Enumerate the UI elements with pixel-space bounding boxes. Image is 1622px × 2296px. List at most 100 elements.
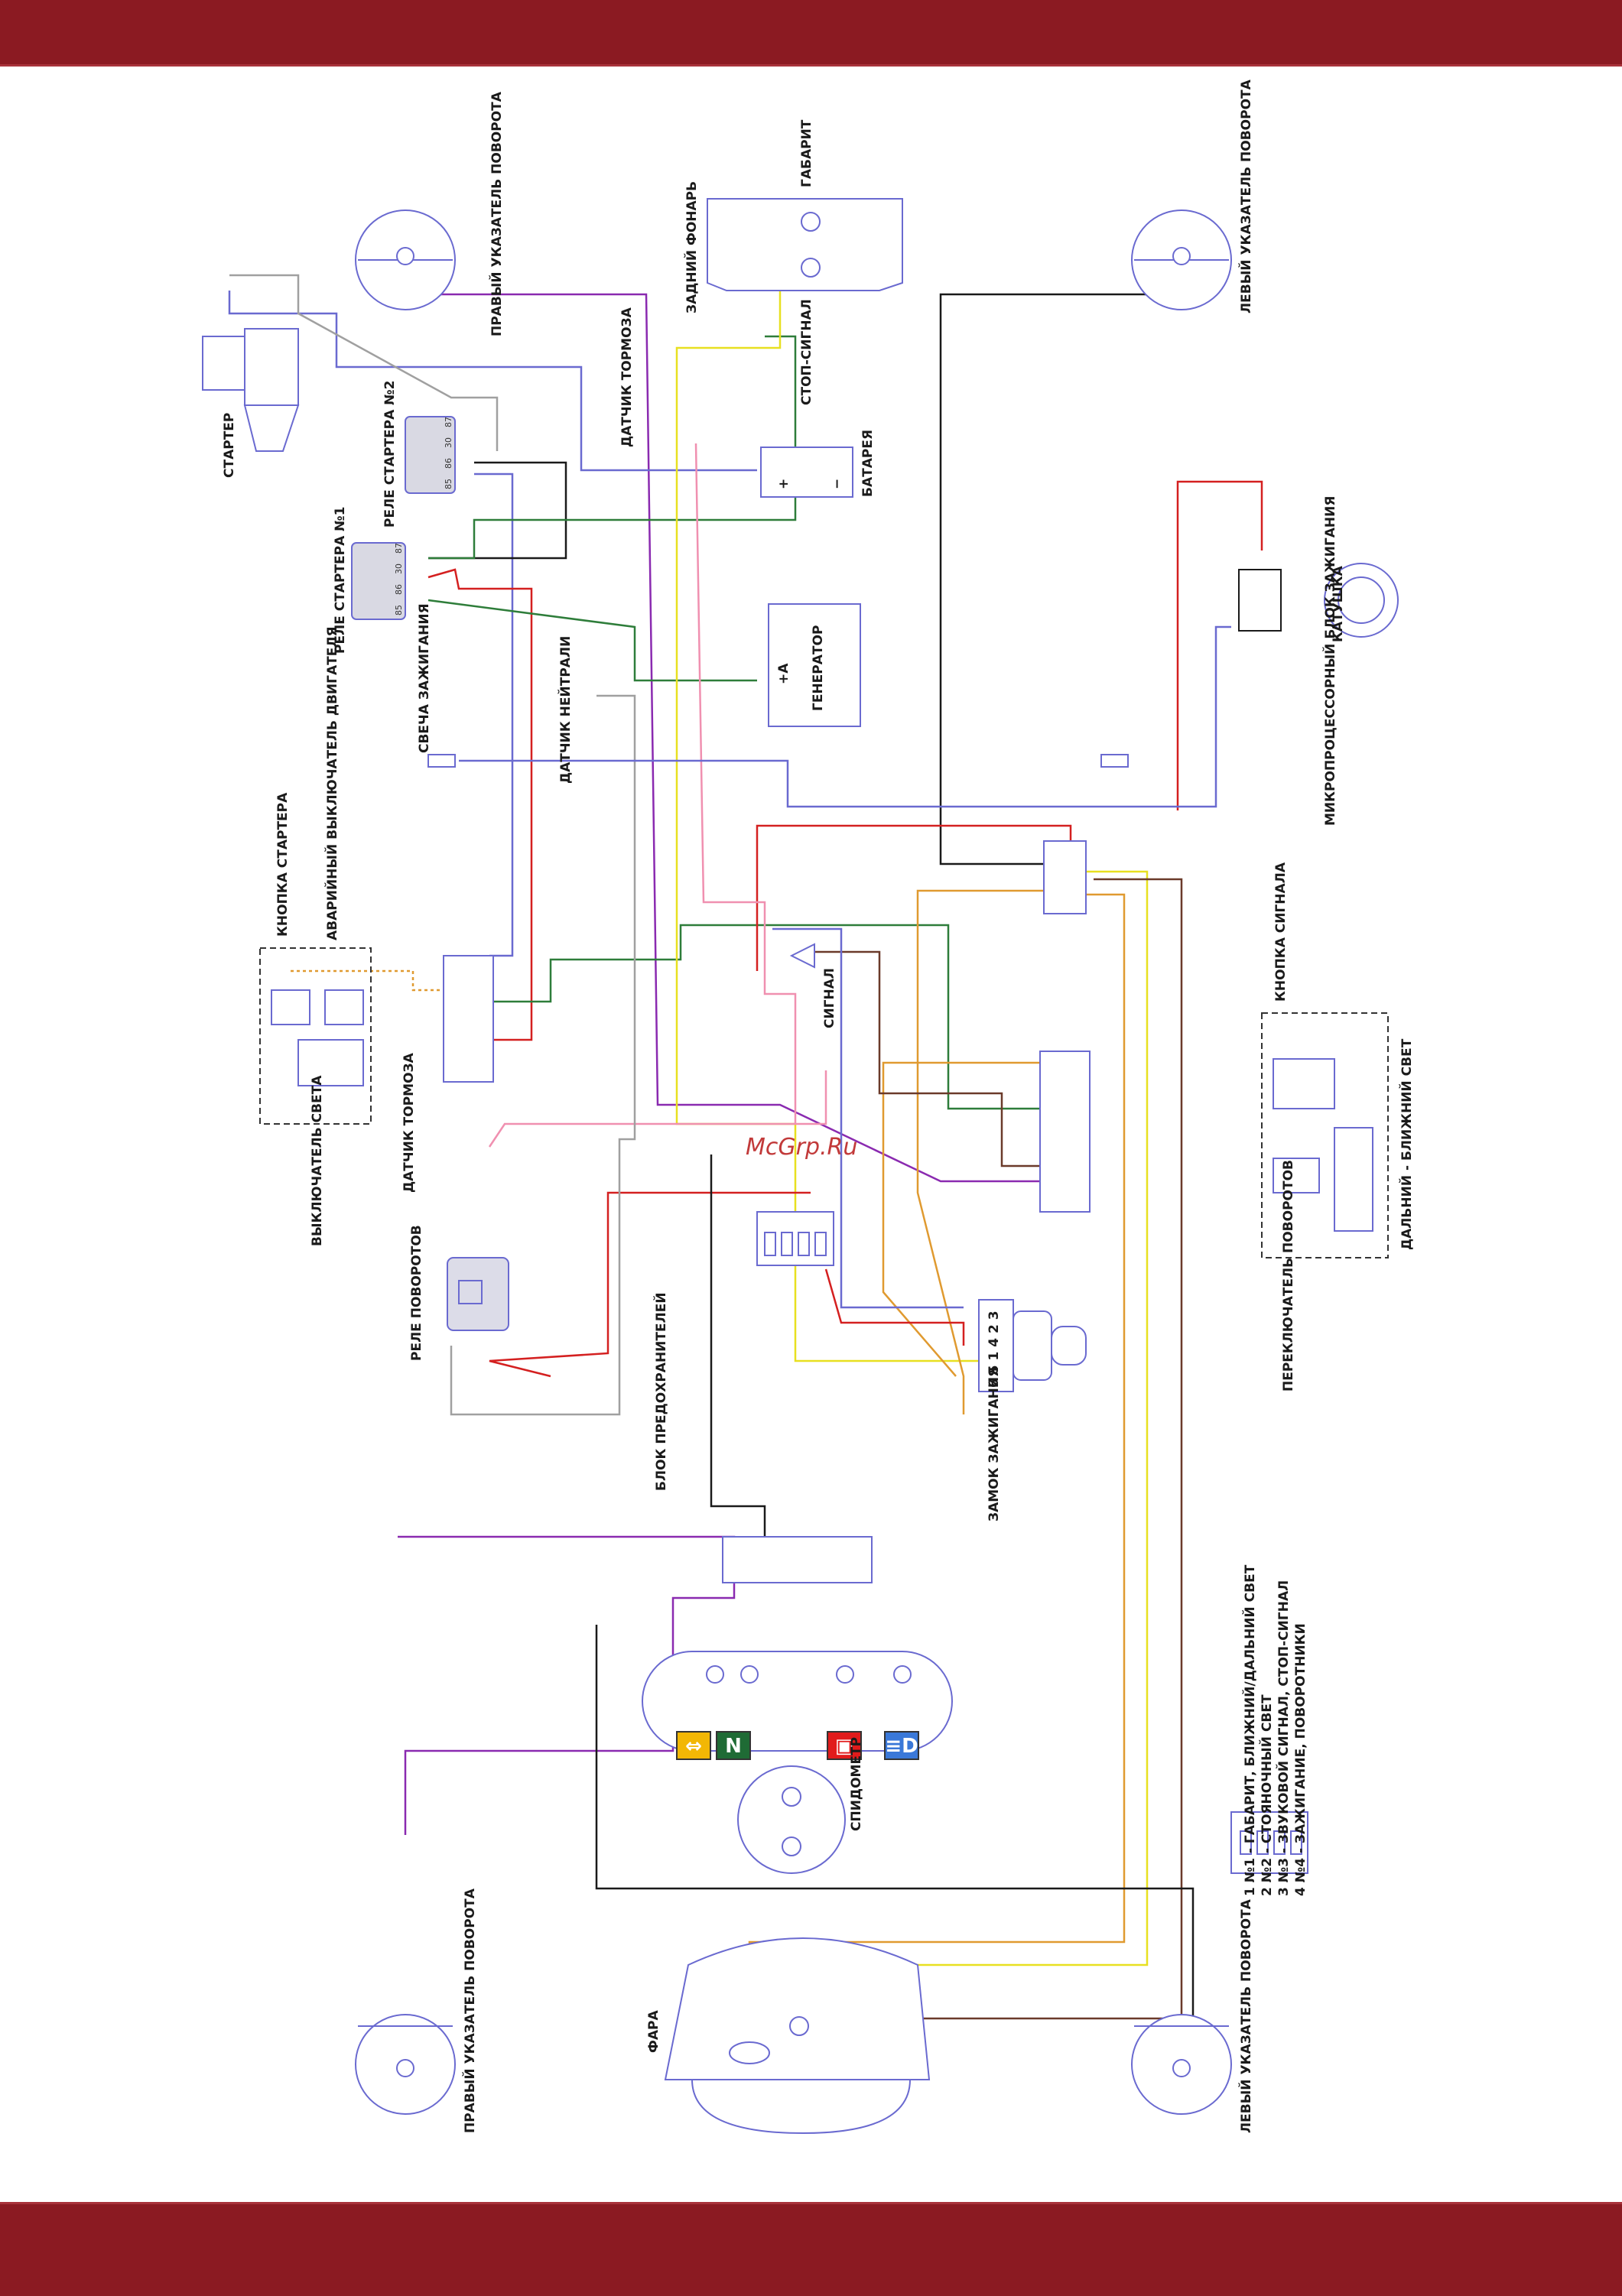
lamp-icon <box>782 1836 801 1856</box>
wires <box>228 268 1263 2064</box>
battery-minus: − <box>830 479 845 489</box>
label-spark-plug: СВЕЧА ЗАЖИГАНИЯ <box>417 603 432 753</box>
relay-n1-box <box>351 542 406 620</box>
legend-item-4: 4 №4 - ЗАЖИГАНИЕ, ПОВОРОТНИКИ <box>1293 1623 1308 1896</box>
indicator-symbol-2: N <box>725 1735 742 1758</box>
right-turn-indicator-bottom <box>354 2014 457 2115</box>
legend: 1 №1 - ГАБАРИТ, БЛИЖНИЙ/ДАЛЬНИЙ СВЕТ 2 №… <box>1241 1564 1308 1896</box>
relay-n2-pin-30: 30 <box>444 437 453 448</box>
ignition-unit-box <box>1238 569 1282 632</box>
headlight-shell <box>664 1937 931 2080</box>
fuse-4 <box>814 1232 827 1256</box>
horn <box>789 943 815 969</box>
wire-black-bottom <box>595 1625 1195 2064</box>
spark-plug-cap-2 <box>1100 754 1129 768</box>
engine-kill-icon[interactable] <box>324 989 364 1025</box>
battery <box>760 447 853 498</box>
label-fuse-block: БЛОК ПРЕДОХРАНИТЕЛЕЙ <box>652 1292 669 1491</box>
turn-switch-icon[interactable] <box>1273 1158 1320 1193</box>
wire-yellow-right <box>780 870 1149 1966</box>
lamp-icon <box>740 1665 759 1684</box>
label-horn-button: КНОПКА СИГНАЛА <box>1273 862 1289 1002</box>
indicator-symbol-1: ⇔ <box>685 1735 702 1758</box>
lamp-icon <box>893 1665 912 1684</box>
headlight <box>664 1937 931 2135</box>
bottom-band <box>0 2202 1622 2296</box>
wire-black-relay2 <box>428 461 567 560</box>
label-stop-signal: СТОП-СИГНАЛ <box>799 299 814 405</box>
starter-button-icon[interactable] <box>271 989 310 1025</box>
legend-item-1: 1 №1 - ГАБАРИТ, БЛИЖНИЙ/ДАЛЬНИЙ СВЕТ <box>1241 1564 1258 1896</box>
ignition-lock-pin-labels: 6 5 1 4 2 3 <box>987 1310 1002 1388</box>
right-switch-group <box>1261 1012 1389 1258</box>
wire-brown-bottom <box>841 878 1183 2020</box>
bottom-connector <box>722 1536 873 1583</box>
label-turn-switch: ПЕРЕКЛЮЧАТЕЛЬ ПОВОРОТОВ <box>1281 1160 1296 1392</box>
starter <box>202 328 300 452</box>
indicator-panels: ⇔N▣≡D <box>676 1731 919 1760</box>
ignition-lock <box>978 1299 1087 1392</box>
left-switch-group <box>259 947 372 1125</box>
starter-nose <box>243 404 300 452</box>
wire-pink-brake <box>488 1070 827 1148</box>
relay-n1-pins: 85 86 30 87 <box>394 543 404 615</box>
high-low-switch-icon[interactable] <box>1334 1127 1373 1232</box>
relay-n1-pin-86: 86 <box>394 584 404 595</box>
left-turn-indicator-top <box>1130 209 1233 310</box>
starter-body <box>244 328 299 406</box>
lamp-icon <box>1172 2059 1191 2077</box>
label-relay-n2: РЕЛЕ СТАРТЕРА №2 <box>382 381 398 528</box>
light-switch-icon[interactable] <box>297 1039 364 1086</box>
label-rear-lamp: ЗАДНИЙ ФОНАРЬ <box>683 181 700 313</box>
starter-body-left <box>202 336 245 391</box>
label-ignition-lock: ЗАМОК ЗАЖИГАНИЯ <box>987 1367 1002 1521</box>
label-horn: СИГНАЛ <box>822 968 837 1028</box>
relay-n1-pin-30: 30 <box>394 563 404 574</box>
label-relay-n1: РЕЛЕ СТАРТЕРА №1 <box>333 507 348 654</box>
relay-icon <box>458 1280 483 1304</box>
wire-blue-mid <box>772 927 964 1309</box>
wire-orange-1 <box>916 889 1055 1414</box>
spark-plug <box>427 754 1129 768</box>
indicator-panel-2 <box>716 1731 751 1760</box>
wire-blue-relay2 <box>474 473 514 957</box>
relay-n1-pin-87: 87 <box>394 543 404 554</box>
wire-violet-right-turn <box>404 1682 674 1835</box>
headlight-lens <box>691 2079 912 2135</box>
label-generator: ГЕНЕРАТОР <box>811 625 826 711</box>
fuse-3 <box>798 1232 810 1256</box>
wire-red-coil <box>1176 480 1263 810</box>
wire-violet-top <box>405 293 1040 1183</box>
lamp-icon <box>1172 247 1191 265</box>
headlight-bulb-icon <box>729 2041 770 2064</box>
wire-blue-starter <box>228 291 757 472</box>
right-turn-indicator-top <box>354 209 457 310</box>
wire-gray-2 <box>229 274 499 451</box>
generator-box <box>768 603 861 727</box>
wire-violet-bottom <box>398 1535 736 1678</box>
left-turn-indicator-bottom <box>1130 2014 1233 2115</box>
label-parking: ГАБАРИТ <box>799 119 814 187</box>
label-right-turn-top: ПРАВЫЙ УКАЗАТЕЛЬ ПОВОРОТА <box>488 91 505 336</box>
lamp-icon <box>396 2059 414 2077</box>
label-ignition-unit: МИКРОПРОЦЕССОРНЫЙ БЛОК ЗАЖИГАНИЯ <box>1321 496 1338 826</box>
horn-button-icon[interactable] <box>1273 1058 1335 1109</box>
relay-n2 <box>405 416 456 494</box>
lamp-icon <box>782 1787 801 1807</box>
relay-n2-pin-87: 87 <box>444 417 453 427</box>
label-battery: БАТАРЕЯ <box>860 430 876 497</box>
indicator-panel-1 <box>676 1731 711 1760</box>
wire-red-fuse <box>489 1191 811 1378</box>
indicator-symbol-4: ≡D <box>885 1735 918 1758</box>
labels: СТАРТЕР РЕЛЕ СТАРТЕРА №2 РЕЛЕ СТАРТЕРА №… <box>222 79 1415 2133</box>
left-connector <box>443 955 494 1083</box>
lamp-icon <box>706 1665 724 1684</box>
fuse-1 <box>764 1232 776 1256</box>
wire-yellow-stop <box>675 268 1040 1362</box>
lamp-icon <box>836 1665 854 1684</box>
right-connector-main <box>1039 1051 1091 1213</box>
label-coil: КАТУШКА <box>1331 565 1346 642</box>
legend-item-3: 3 №3 - ЗВУКОВОЙ СИГНАЛ, СТОП-СИГНАЛ <box>1275 1580 1292 1896</box>
relay-n1-pin-85: 85 <box>394 605 404 615</box>
